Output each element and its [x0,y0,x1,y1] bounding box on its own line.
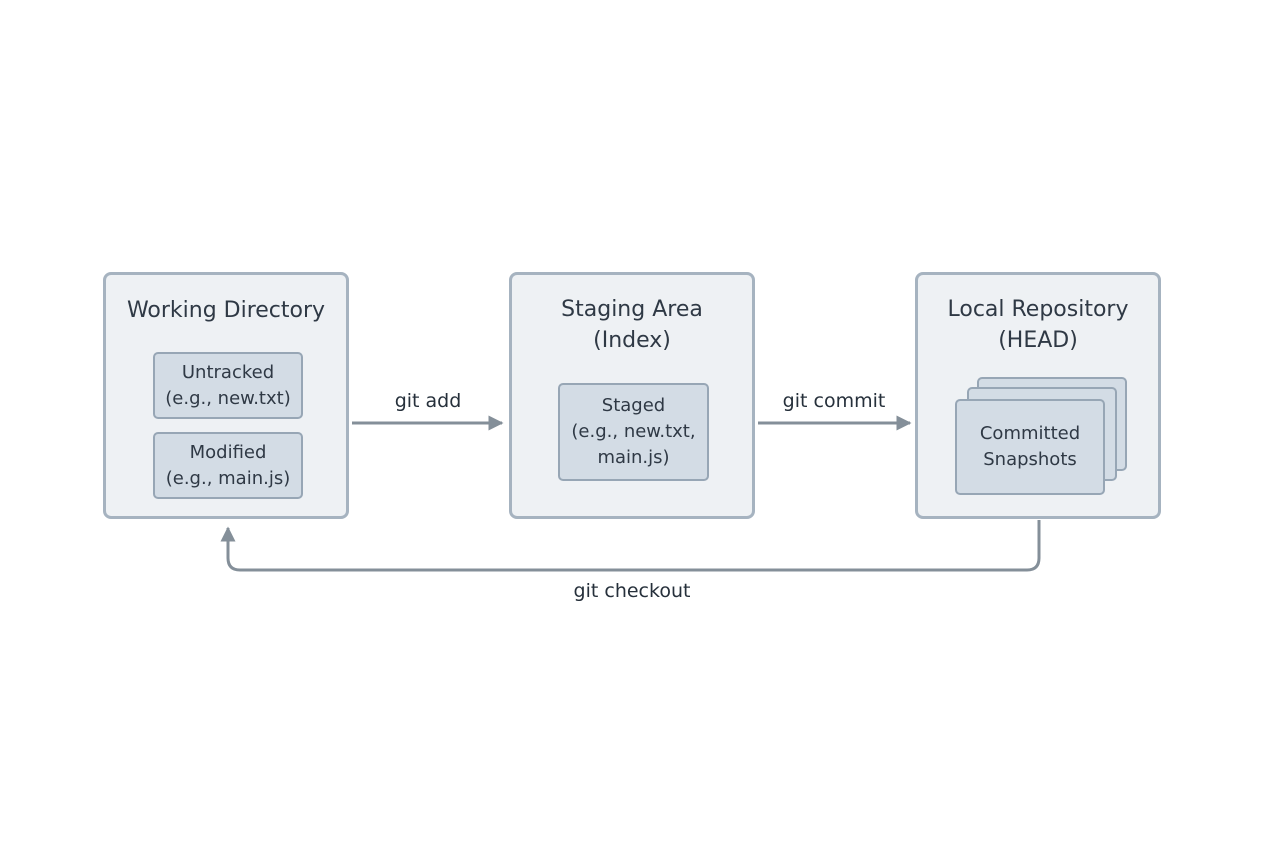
local-repository-box: Local Repository (HEAD) Committed Snapsh… [915,272,1161,519]
committed-snapshots-box: Committed Snapshots [955,399,1105,495]
staging-area-box: Staging Area (Index) Staged (e.g., new.t… [509,272,755,519]
git-add-label: git add [394,390,462,412]
modified-files-box: Modified (e.g., main.js) [153,432,303,499]
git-checkout-label: git checkout [573,580,691,602]
staging-area-title: Staging Area (Index) [561,297,703,353]
git-commit-label: git commit [782,390,886,412]
working-directory-box: Working Directory Untracked (e.g., new.t… [103,272,349,519]
working-directory-title: Working Directory [126,298,326,323]
staged-files-box: Staged (e.g., new.txt, main.js) [558,383,709,481]
git-checkout-arrow [220,520,1041,572]
untracked-files-box: Untracked (e.g., new.txt) [153,352,303,419]
local-repository-title: Local Repository (HEAD) [947,297,1129,353]
